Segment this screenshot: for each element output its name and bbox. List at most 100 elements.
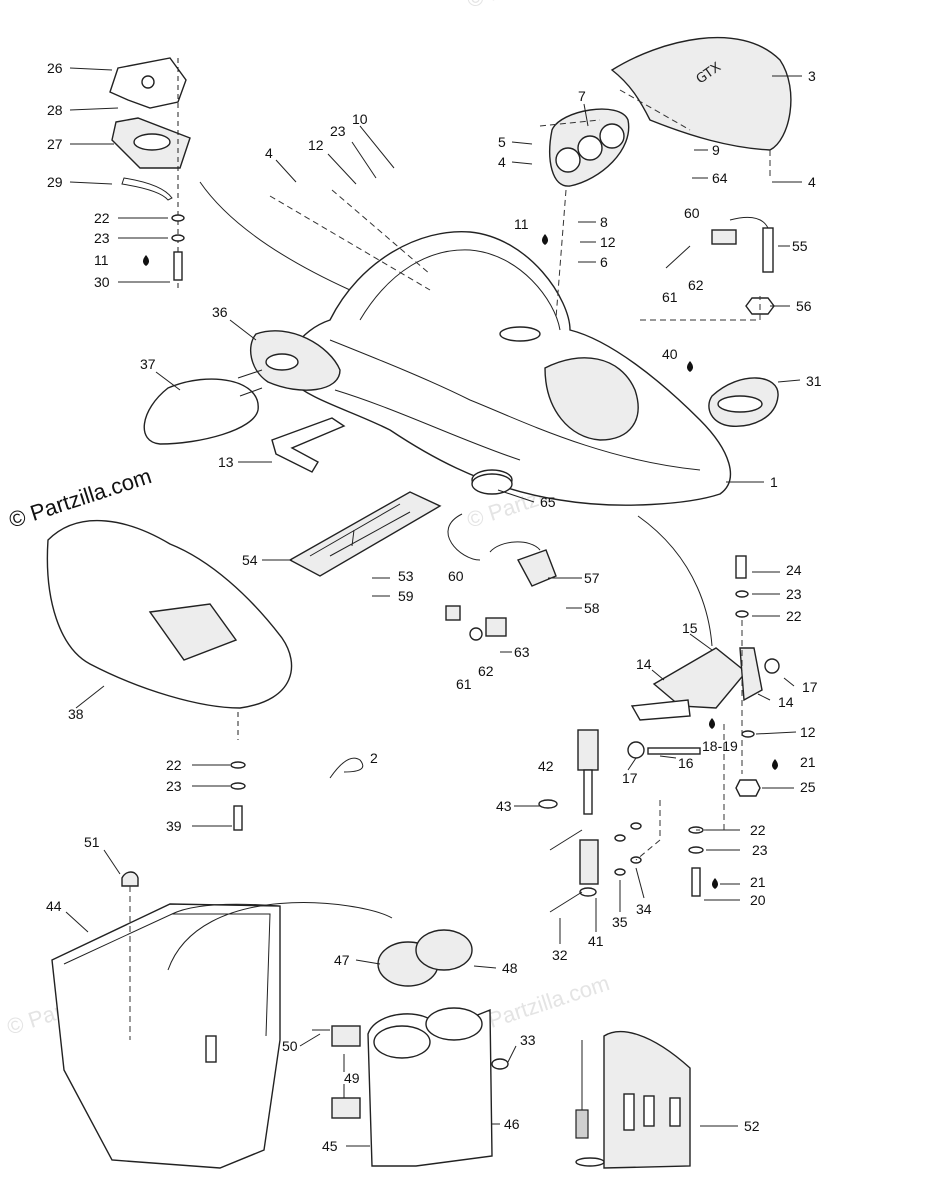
drop-icon xyxy=(687,361,693,372)
callout-62: 62 xyxy=(478,663,494,679)
callout-1: 1 xyxy=(770,474,778,490)
callout-4: 4 xyxy=(265,145,273,161)
locker-drop-icons xyxy=(143,234,778,889)
callout-36: 36 xyxy=(212,304,228,320)
callout-22: 22 xyxy=(750,822,766,838)
watermark-faint-4: © Partzilla.com xyxy=(464,0,613,13)
callout-30: 30 xyxy=(94,274,110,290)
callout-2: 2 xyxy=(370,750,378,766)
callout-63: 63 xyxy=(514,644,530,660)
rod-part xyxy=(271,417,346,473)
drop-icon xyxy=(772,759,778,770)
clip-part xyxy=(329,757,364,779)
callout-38: 38 xyxy=(68,706,84,722)
gauge-cluster-part xyxy=(549,108,630,187)
callout-3: 3 xyxy=(808,68,816,84)
callout-11: 11 xyxy=(94,252,109,268)
callout-43: 43 xyxy=(496,798,512,814)
shock-part xyxy=(538,729,704,913)
callout-13: 13 xyxy=(218,454,234,470)
callout-23: 23 xyxy=(752,842,768,858)
callout-51: 51 xyxy=(84,834,100,850)
bracket-plate-part xyxy=(288,491,442,577)
leader-lines xyxy=(65,67,802,1147)
callout-23: 23 xyxy=(166,778,182,794)
callout-55: 55 xyxy=(792,238,808,254)
drop-icon xyxy=(542,234,548,245)
callout-24: 24 xyxy=(786,562,802,578)
callout-7: 7 xyxy=(578,88,586,104)
callout-10: 10 xyxy=(352,111,368,127)
callout-62: 62 xyxy=(688,277,704,293)
callout-54: 54 xyxy=(242,552,258,568)
storage-bin-part xyxy=(51,871,393,1169)
callout-37: 37 xyxy=(140,356,156,372)
callout-60: 60 xyxy=(684,205,700,221)
ring-part xyxy=(471,469,513,495)
callout-4: 4 xyxy=(808,174,816,190)
guide-lines xyxy=(129,89,771,1040)
callout-23: 23 xyxy=(330,123,346,139)
callout-44: 44 xyxy=(46,898,62,914)
hood-part xyxy=(286,230,731,506)
callout-59: 59 xyxy=(398,588,414,604)
callout-26: 26 xyxy=(47,60,63,76)
callout-20: 20 xyxy=(750,892,766,908)
grip-part xyxy=(708,377,779,427)
callout-8: 8 xyxy=(600,214,608,230)
callout-22: 22 xyxy=(786,608,802,624)
callout-32: 32 xyxy=(552,947,568,963)
callout-47: 47 xyxy=(334,952,350,968)
callout-5: 5 xyxy=(498,134,506,150)
callout-21: 21 xyxy=(800,754,816,770)
callout-61: 61 xyxy=(662,289,678,305)
callout-9: 9 xyxy=(712,142,720,158)
drop-icon xyxy=(712,878,718,889)
callout-50: 50 xyxy=(282,1038,298,1054)
callout-18-19: 18-19 xyxy=(702,738,738,754)
callout-48: 48 xyxy=(502,960,518,976)
module-part xyxy=(445,541,557,641)
callout-15: 15 xyxy=(682,620,698,636)
callout-27: 27 xyxy=(47,136,63,152)
callout-39: 39 xyxy=(166,818,182,834)
cup-holder-part xyxy=(312,929,509,1167)
callout-34: 34 xyxy=(636,901,652,917)
callout-11: 11 xyxy=(514,216,529,232)
callout-21: 21 xyxy=(750,874,766,890)
callout-45: 45 xyxy=(322,1138,338,1154)
callout-17: 17 xyxy=(802,679,818,695)
mirror-bracket-part xyxy=(143,330,341,445)
callout-17: 17 xyxy=(622,770,638,786)
sensor-part xyxy=(665,216,775,315)
windshield-part: GTX xyxy=(610,36,792,151)
callout-labels: 26 28 27 29 22 23 11 30 4 12 23 10 7 5 4… xyxy=(46,60,822,1154)
callout-33: 33 xyxy=(520,1032,536,1048)
callout-16: 16 xyxy=(678,755,694,771)
drop-icon xyxy=(143,255,149,266)
callout-46: 46 xyxy=(504,1116,520,1132)
callout-12: 12 xyxy=(308,137,324,153)
cover-panel-part xyxy=(46,519,293,831)
callout-64: 64 xyxy=(712,170,728,186)
latch-plate-part xyxy=(109,57,351,291)
callout-29: 29 xyxy=(47,174,63,190)
callout-28: 28 xyxy=(47,102,63,118)
callout-23: 23 xyxy=(94,230,110,246)
toolkit-part xyxy=(575,1030,691,1169)
callout-40: 40 xyxy=(662,346,678,362)
callout-41: 41 xyxy=(588,933,604,949)
callout-52: 52 xyxy=(744,1118,760,1134)
callout-4: 4 xyxy=(498,154,506,170)
callout-49: 49 xyxy=(344,1070,360,1086)
watermark-group: © Partzilla.com © Partzilla.com © Partzi… xyxy=(4,0,613,1040)
callout-22: 22 xyxy=(94,210,110,226)
callout-12: 12 xyxy=(800,724,816,740)
callout-31: 31 xyxy=(806,373,822,389)
callout-53: 53 xyxy=(398,568,414,584)
callout-14: 14 xyxy=(636,656,652,672)
callout-22: 22 xyxy=(166,757,182,773)
callout-56: 56 xyxy=(796,298,812,314)
callout-42: 42 xyxy=(538,758,554,774)
